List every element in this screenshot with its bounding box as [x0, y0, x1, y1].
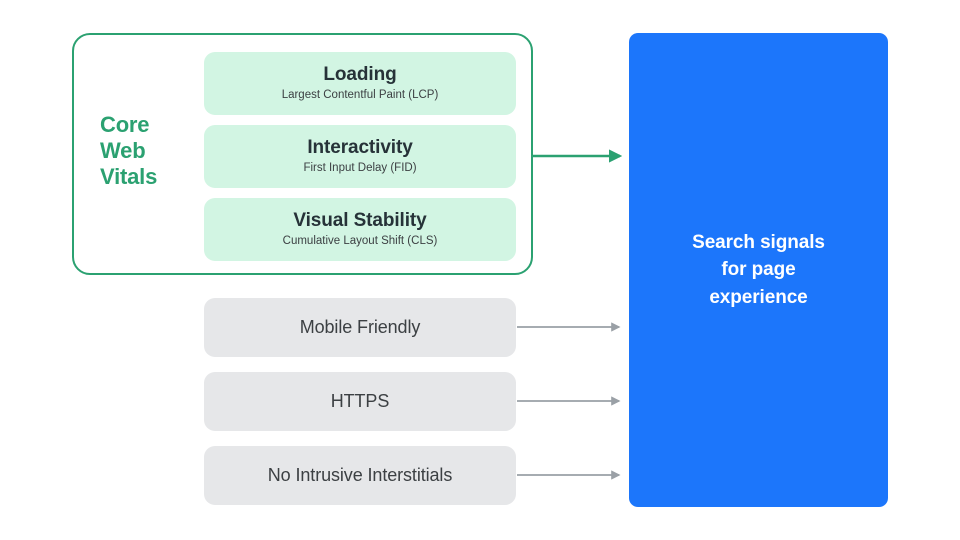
metric-title-loading: Loading — [323, 63, 397, 85]
signal-https[interactable]: HTTPS — [204, 372, 516, 431]
metric-subtitle-visual-stability: Cumulative Layout Shift (CLS) — [282, 234, 438, 247]
signal-mobile-friendly[interactable]: Mobile Friendly — [204, 298, 516, 357]
metric-title-visual-stability: Visual Stability — [293, 209, 427, 231]
destination-panel[interactable]: Search signals for page experience — [629, 33, 888, 507]
signal-label-https: HTTPS — [330, 391, 390, 411]
metric-card-visual-stability[interactable]: Visual Stability Cumulative Layout Shift… — [204, 198, 516, 261]
signal-label-mobile-friendly: Mobile Friendly — [299, 317, 421, 337]
signal-no-intrusive-interstitials[interactable]: No Intrusive Interstitials — [204, 446, 516, 505]
signal-label-no-intrusive-interstitials: No Intrusive Interstitials — [267, 465, 453, 485]
metric-subtitle-loading: Largest Contentful Paint (LCP) — [281, 88, 439, 101]
core-web-vitals-group: Core Web Vitals — [72, 33, 533, 275]
metric-title-interactivity: Interactivity — [307, 136, 413, 158]
metric-subtitle-interactivity: First Input Delay (FID) — [303, 161, 417, 174]
metric-card-interactivity[interactable]: Interactivity First Input Delay (FID) — [204, 125, 516, 188]
destination-label: Search signals for page experience — [692, 231, 825, 308]
metric-card-loading[interactable]: Loading Largest Contentful Paint (LCP) — [204, 52, 516, 115]
core-web-vitals-label: Core Web Vitals — [100, 112, 158, 189]
